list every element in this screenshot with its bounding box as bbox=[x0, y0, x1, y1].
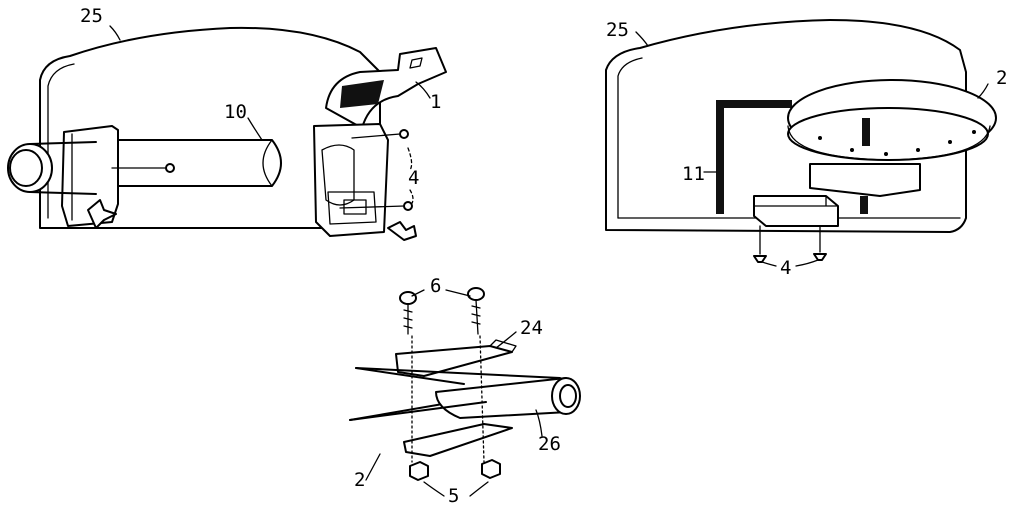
label-24: 24 bbox=[520, 317, 543, 339]
label-25-left: 25 bbox=[80, 5, 103, 27]
conduit-11 bbox=[716, 100, 792, 214]
label-10: 10 bbox=[224, 101, 247, 123]
label-1: 1 bbox=[430, 91, 441, 113]
plate-24 bbox=[395, 345, 513, 377]
label-5: 5 bbox=[448, 485, 459, 507]
pipe-10 bbox=[7, 125, 282, 229]
screws-4-left bbox=[339, 129, 417, 241]
bracket-1 bbox=[313, 47, 447, 237]
reflector-2 bbox=[787, 79, 997, 214]
label-2-right: 2 bbox=[996, 67, 1007, 89]
left-housing bbox=[39, 26, 381, 229]
right-housing bbox=[605, 19, 967, 233]
label-26: 26 bbox=[538, 433, 561, 455]
bottom-assembly bbox=[349, 287, 581, 497]
label-4-left: 4 bbox=[408, 167, 419, 189]
label-11: 11 bbox=[682, 163, 705, 185]
left-assembly bbox=[7, 25, 447, 241]
label-2-bottom: 2 bbox=[354, 469, 365, 491]
label-25-right: 25 bbox=[606, 19, 629, 41]
right-assembly bbox=[605, 19, 997, 267]
label-4-right: 4 bbox=[780, 257, 791, 279]
bolts-6 bbox=[399, 287, 485, 335]
nuts-5 bbox=[409, 459, 501, 481]
label-6: 6 bbox=[430, 275, 441, 297]
arm-26 bbox=[435, 377, 581, 419]
